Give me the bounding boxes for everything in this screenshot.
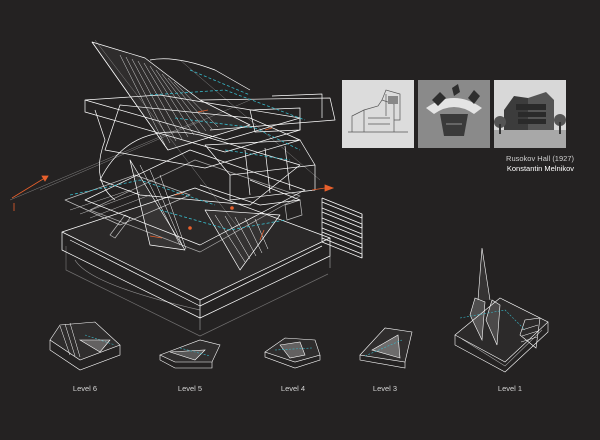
reference-title: Rusokov Hall (1927) [506,154,574,163]
reference-photo-aerial [418,80,490,148]
main-axonometric [9,39,363,337]
level-label-3: Level 3 [372,384,398,393]
circulation-paths [69,69,306,231]
level-6-diagram [49,321,121,371]
lower-wedge [129,159,281,271]
level-label-6: Level 6 [72,384,98,393]
reference-photo-street [494,80,566,148]
level-3-diagram [359,327,413,369]
level-4-diagram [264,337,321,369]
level-label-1: Level 1 [497,384,523,393]
level-label-5: Level 5 [177,384,203,393]
orange-markers [11,109,335,241]
level-1-diagram [454,247,549,373]
middle-block [199,139,316,206]
level-label-4: Level 4 [280,384,306,393]
projection-lines [9,39,321,231]
base-slab [61,187,331,337]
seating-hatch-upper [119,54,219,146]
stair-steps [321,197,363,259]
reference-photo-section [342,80,414,148]
level-5-diagram [159,339,221,369]
reference-author: Konstantin Melnikov [506,164,574,173]
ramp-surfaces [64,174,303,239]
upper-auditorium [91,41,336,151]
